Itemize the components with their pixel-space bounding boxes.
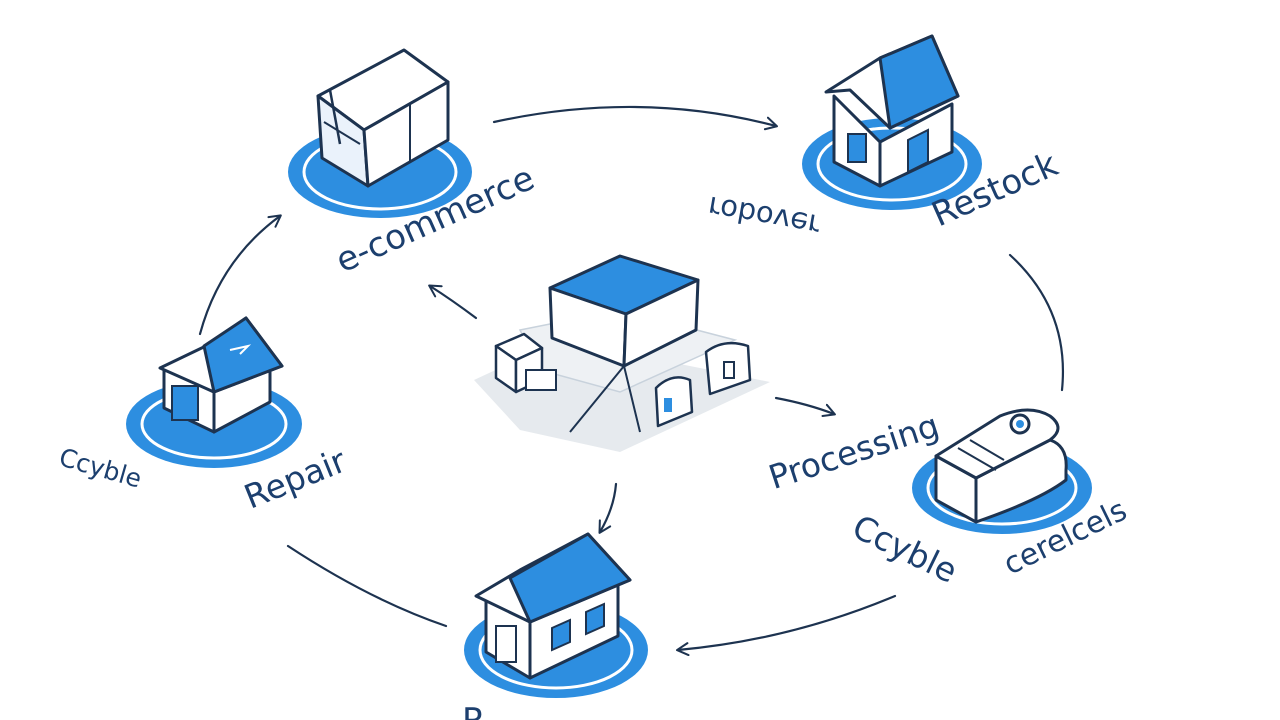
arrow-center-to-ecommerce [428,284,478,320]
arrow-center-to-bottom [598,482,618,534]
distribution-hub-icon [474,254,770,452]
flow-arrows [198,105,1064,657]
arrow-bottom-right [676,594,897,657]
box-warehouse-icon [288,48,472,218]
arrow-bottom-left [286,544,448,628]
arrow-top [492,105,778,131]
device-box-icon [912,408,1092,534]
house-icon-bottom [464,532,648,698]
house-icon-restock [802,34,982,210]
arrow-center-to-processing [774,396,836,418]
arrow-left [198,214,282,336]
garage-house-icon [126,316,302,468]
arrow-right-upper [1008,253,1064,392]
label-bottom-partial: R... [462,704,517,720]
